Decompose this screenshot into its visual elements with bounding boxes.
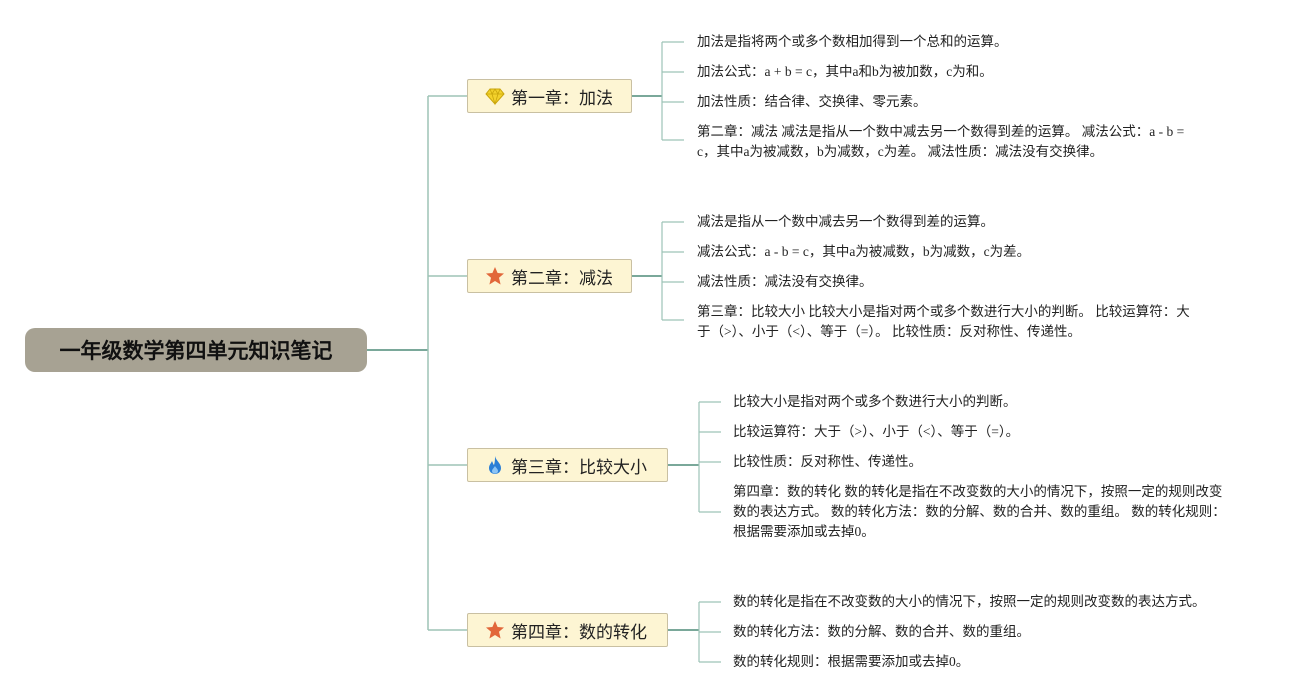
chapter-node-1[interactable]: 第一章：加法 <box>467 79 632 113</box>
chapter-title: 第三章：比较大小 <box>511 457 647 478</box>
chapter-node-4[interactable]: 第四章：数的转化 <box>467 613 668 647</box>
root-title: 一年级数学第四单元知识笔记 <box>59 339 333 363</box>
star-icon <box>485 620 505 640</box>
leaf-note[interactable]: 加法性质：结合律、交换律、零元素。 <box>697 94 927 109</box>
chapter-title: 第二章：减法 <box>511 268 613 289</box>
leaf-note[interactable]: 减法是指从一个数中减去另一个数得到差的运算。 <box>697 214 994 229</box>
chapter-node-3[interactable]: 第三章：比较大小 <box>467 448 668 482</box>
leaf-note[interactable]: 加法是指将两个或多个数相加得到一个总和的运算。 <box>697 34 1008 49</box>
chapter-title: 第四章：数的转化 <box>511 622 647 643</box>
leaf-note[interactable]: 加法公式：a + b = c，其中a和b为被加数，c为和。 <box>697 64 993 79</box>
leaf-note[interactable]: 比较大小是指对两个或多个数进行大小的判断。 <box>733 394 1017 409</box>
leaf-note[interactable]: 第三章：比较大小 比较大小是指对两个或多个数进行大小的判断。 比较运算符：大于（… <box>697 304 1190 339</box>
flame-icon <box>485 455 505 475</box>
leaf-note[interactable]: 比较运算符：大于（>）、小于（<）、等于（=）。 <box>733 424 1020 439</box>
gem-icon <box>485 86 505 106</box>
leaf-note[interactable]: 比较性质：反对称性、传递性。 <box>733 454 922 469</box>
chapter-title: 第一章：加法 <box>511 88 613 109</box>
star-icon <box>485 266 505 286</box>
leaf-note[interactable]: 第四章：数的转化 数的转化是指在不改变数的大小的情况下，按照一定的规则改变数的表… <box>733 484 1226 539</box>
leaf-note[interactable]: 第二章：减法 减法是指从一个数中减去另一个数得到差的运算。 减法公式：a - b… <box>697 124 1185 159</box>
leaf-note[interactable]: 数的转化是指在不改变数的大小的情况下，按照一定的规则改变数的表达方式。 <box>733 594 1206 609</box>
leaf-note[interactable]: 减法公式：a - b = c，其中a为被减数，b为减数，c为差。 <box>697 244 1031 259</box>
leaf-note[interactable]: 数的转化方法：数的分解、数的合并、数的重组。 <box>733 624 1030 639</box>
leaf-note[interactable]: 数的转化规则：根据需要添加或去掉0。 <box>733 654 970 669</box>
root-topic[interactable]: 一年级数学第四单元知识笔记 <box>25 328 367 372</box>
leaf-note[interactable]: 减法性质：减法没有交换律。 <box>697 274 873 289</box>
chapter-node-2[interactable]: 第二章：减法 <box>467 259 632 293</box>
